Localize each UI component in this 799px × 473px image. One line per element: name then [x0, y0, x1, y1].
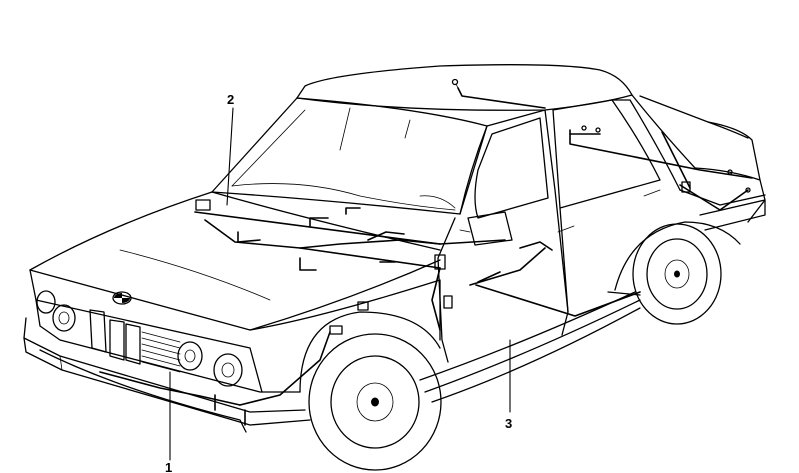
car-body: [23, 64, 766, 471]
callouts: 2 3 1: [165, 92, 512, 473]
callout-2-leader: [226, 107, 234, 206]
callout-3-label: 3: [505, 416, 512, 431]
wiring-harness: [99, 78, 753, 426]
callout-2-label: 2: [227, 92, 234, 107]
grille-slats: [141, 331, 181, 373]
callout-1-label: 1: [165, 460, 172, 473]
